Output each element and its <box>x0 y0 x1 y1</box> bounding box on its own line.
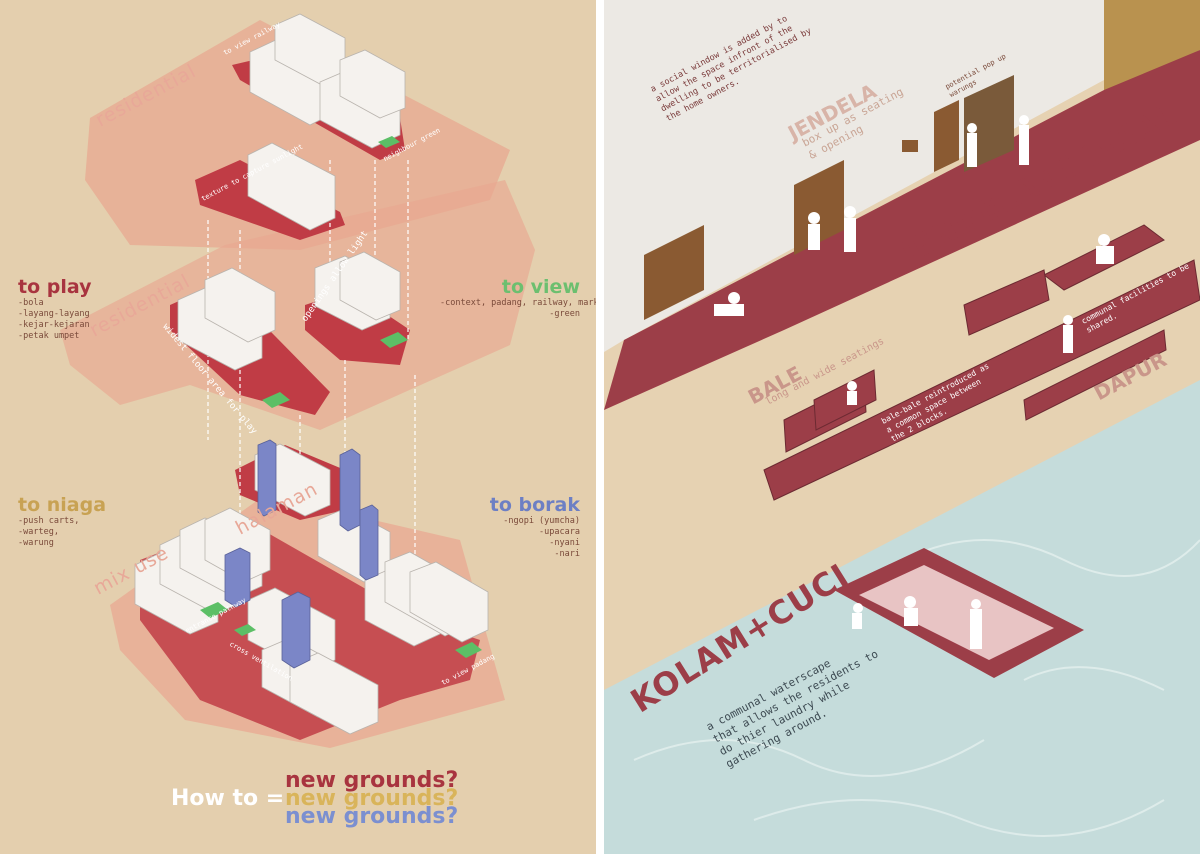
residential-slab-top <box>85 20 510 250</box>
perspective-drawing <box>604 0 1200 854</box>
category-to-view: to view -context, padang, railway, marke… <box>440 276 596 320</box>
kolam-basin <box>859 565 1054 660</box>
category-to-borak: to borak -ngopi (yumcha) -upacara -nyani… <box>478 494 580 560</box>
axonometric-diagram-panel: residential residential mix use halaman … <box>0 0 596 854</box>
category-title: to view <box>501 276 580 298</box>
category-items: -context, padang, railway, market, -gree… <box>440 298 596 319</box>
water-ripples <box>633 539 1200 837</box>
doors <box>644 75 1014 320</box>
category-title: to niaga <box>18 494 107 516</box>
axonometric-drawing <box>60 13 535 748</box>
category-items: -ngopi (yumcha) -upacara -nyani -nari <box>503 516 580 559</box>
question-prefix: How to = <box>171 786 285 811</box>
residential-blocks <box>134 13 489 735</box>
category-to-play: to play -bola -layang-layang -kejar-keja… <box>18 276 92 342</box>
category-items: -push carts, -warteg, -warung <box>18 516 80 548</box>
far-wall <box>1104 0 1200 95</box>
question-line-3: new grounds? <box>285 804 459 829</box>
category-items: -bola -layang-layang -kejar-kejaran -pet… <box>18 298 90 341</box>
question-line-2: new grounds? <box>285 786 459 811</box>
perspective-panel: a social window is added by to allow the… <box>604 0 1200 854</box>
category-title: to play <box>18 276 92 298</box>
people-silhouettes <box>714 115 1114 649</box>
dwelling-wall <box>604 0 1104 352</box>
category-to-niaga: to niaga -push carts, -warteg, -warung <box>18 494 106 549</box>
category-title: to borak <box>489 494 580 516</box>
walkway <box>604 50 1200 410</box>
question-line-1: new grounds? <box>285 768 459 793</box>
residential-slab-mid <box>60 180 535 430</box>
